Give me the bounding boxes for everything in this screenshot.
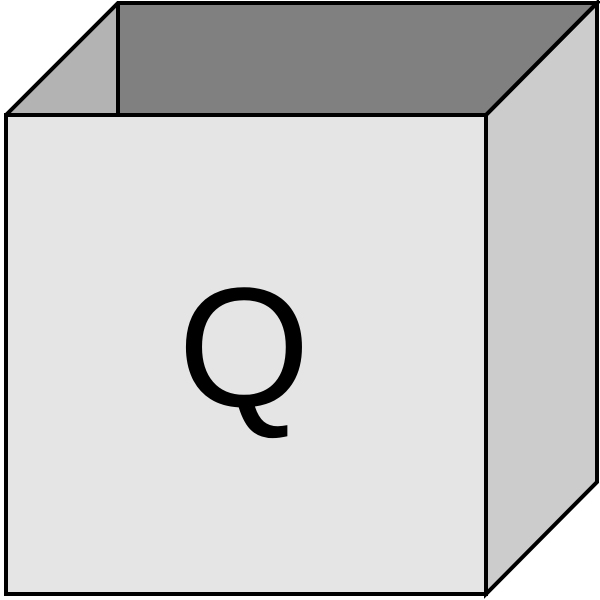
front-face bbox=[4, 113, 488, 596]
back-inner-face bbox=[118, 3, 597, 115]
front-face-label: Q bbox=[178, 253, 310, 443]
top-rim-edges bbox=[4, 1, 600, 117]
